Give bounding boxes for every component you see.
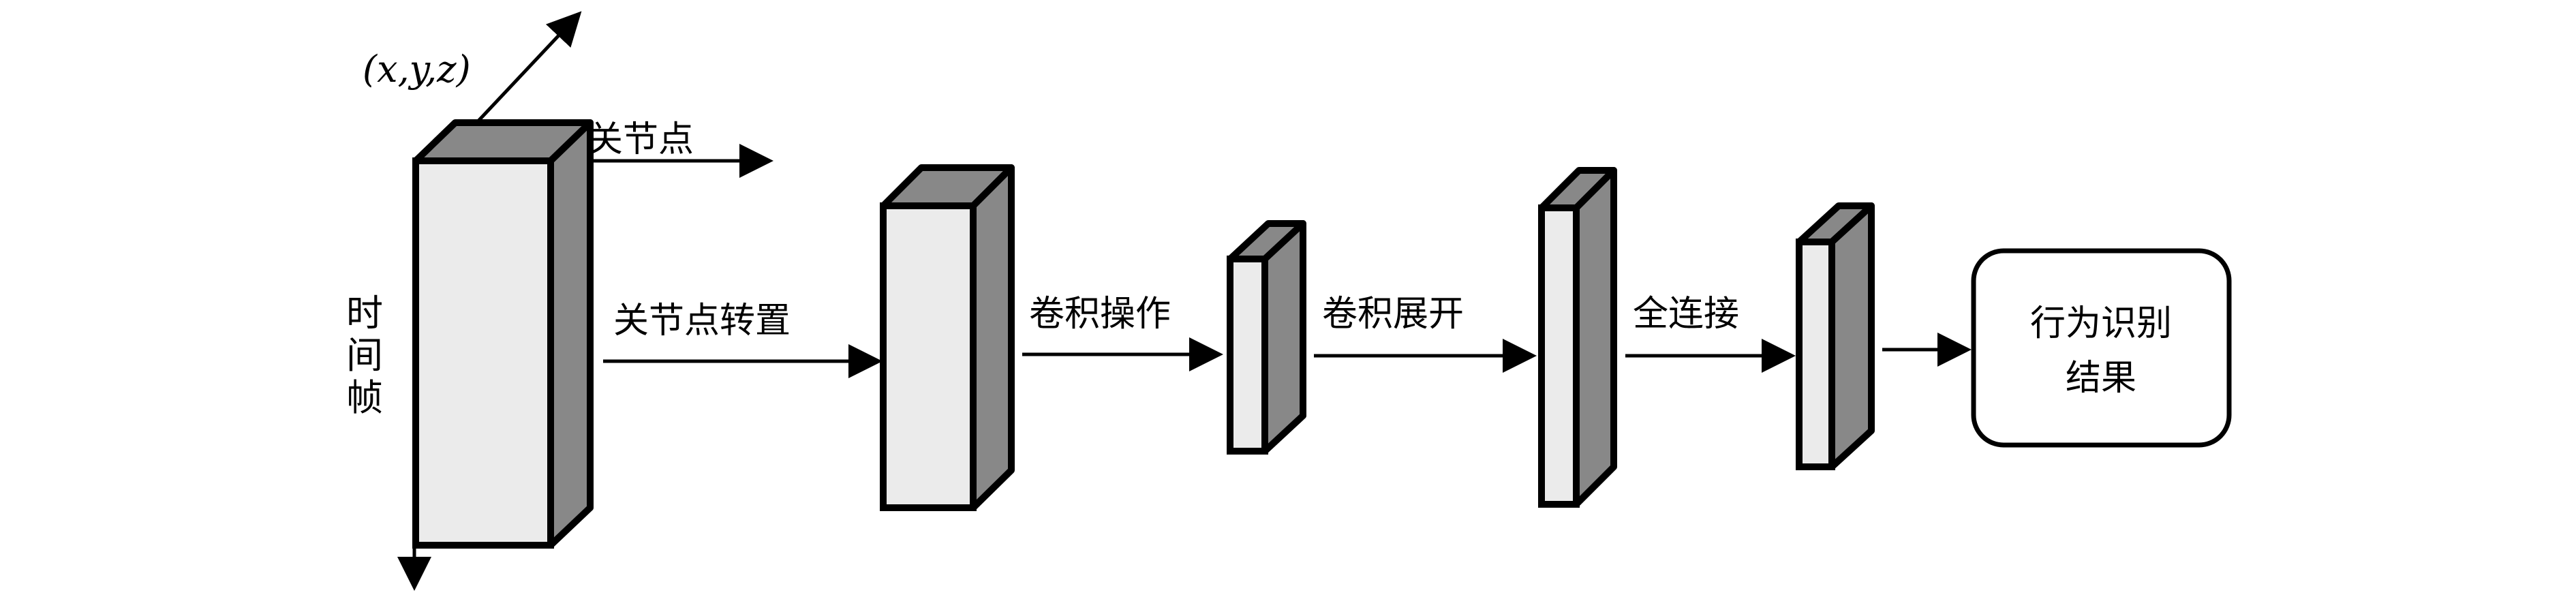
block-front-face [412,157,554,549]
step-label-2: 卷积操作 [1029,294,1171,335]
block-side-face [1573,167,1617,508]
coordinate-label: (x,y,z) [363,48,471,91]
block-side-face [970,164,1015,511]
block-side-face [1261,220,1306,455]
time-label-2: 间 [346,334,383,377]
joint-axis-label: 关节点 [587,119,694,160]
time-label-1: 时 [346,292,383,335]
transposed-tensor-block [880,164,1015,511]
step-label-4: 全连接 [1633,294,1739,335]
fully-connected-block [1796,202,1875,470]
block-front-face [1538,204,1580,508]
time-label-3: 帧 [346,376,383,419]
result-box-frame [1971,248,2232,448]
block-side-face [1828,202,1875,470]
step-label-1: 关节点转置 [613,301,791,341]
xyz-axis-arrow [469,11,582,131]
result-label-line1: 行为识别 [2030,303,2172,344]
input-tensor-block [412,119,594,549]
step-label-3: 卷积展开 [1322,294,1464,335]
result-box: 行为识别 结果 [1971,248,2232,448]
result-label-line2: 结果 [2066,358,2136,399]
block-side-face [547,119,594,549]
block-front-face [880,202,977,511]
block-front-face [1796,239,1835,470]
block-front-face [1227,256,1268,455]
conv-feature-block [1227,220,1306,455]
flattened-feature-block [1538,167,1617,508]
